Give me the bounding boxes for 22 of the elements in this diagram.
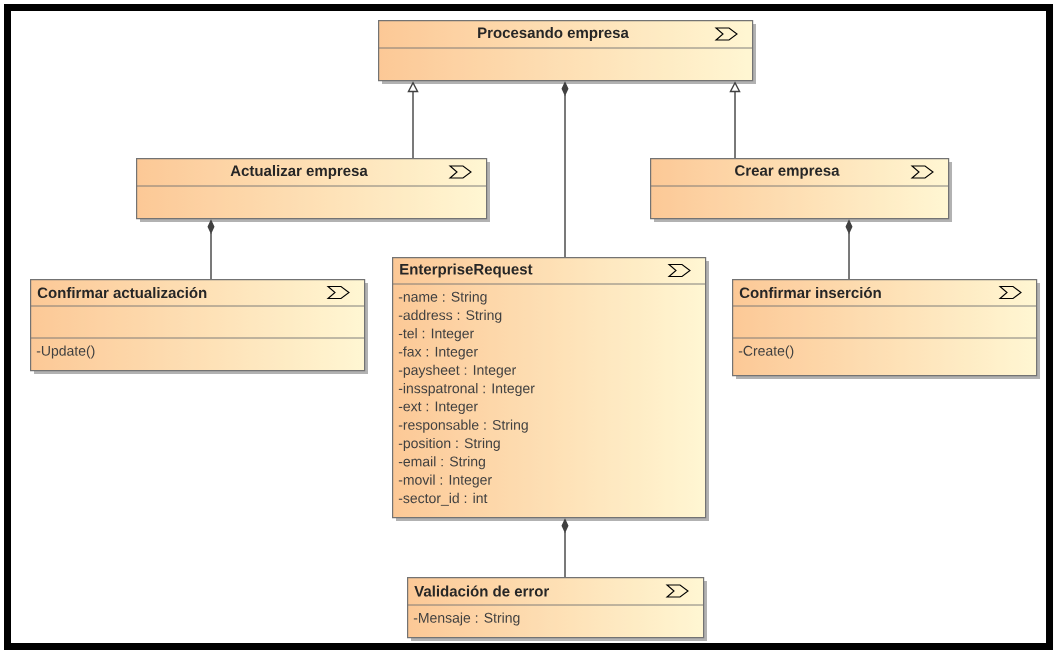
attribute: -tel : Integer [398, 328, 474, 342]
attribute: -paysheet : Integer [398, 364, 516, 378]
class-name: Actualizar empresa [230, 165, 368, 179]
class-name: Confirmar inserción [739, 286, 881, 299]
class-name: Crear empresa [735, 165, 840, 179]
attribute: -responsable : String [398, 419, 528, 433]
attribute: -fax : Integer [398, 346, 478, 360]
class-name: Validación de error [414, 585, 550, 597]
attribute: -ext : Integer [398, 401, 478, 415]
attribute: -address : String [398, 309, 502, 323]
attribute: -Create() [738, 345, 794, 359]
attribute: -email : String [398, 456, 485, 470]
class-name: EnterpriseRequest [400, 263, 533, 278]
class-name: Confirmar actualización [37, 286, 207, 299]
attribute: -Update() [36, 345, 95, 359]
class-name: Procesando empresa [478, 27, 629, 41]
attribute: -position : String [398, 437, 500, 451]
attribute: -movil : Integer [398, 474, 492, 488]
attribute: -insspatronal : Integer [398, 383, 535, 397]
attribute: -Mensaje : String [413, 612, 520, 626]
attribute: -name : String [398, 291, 487, 305]
attribute: -sector_id : int [398, 492, 488, 506]
